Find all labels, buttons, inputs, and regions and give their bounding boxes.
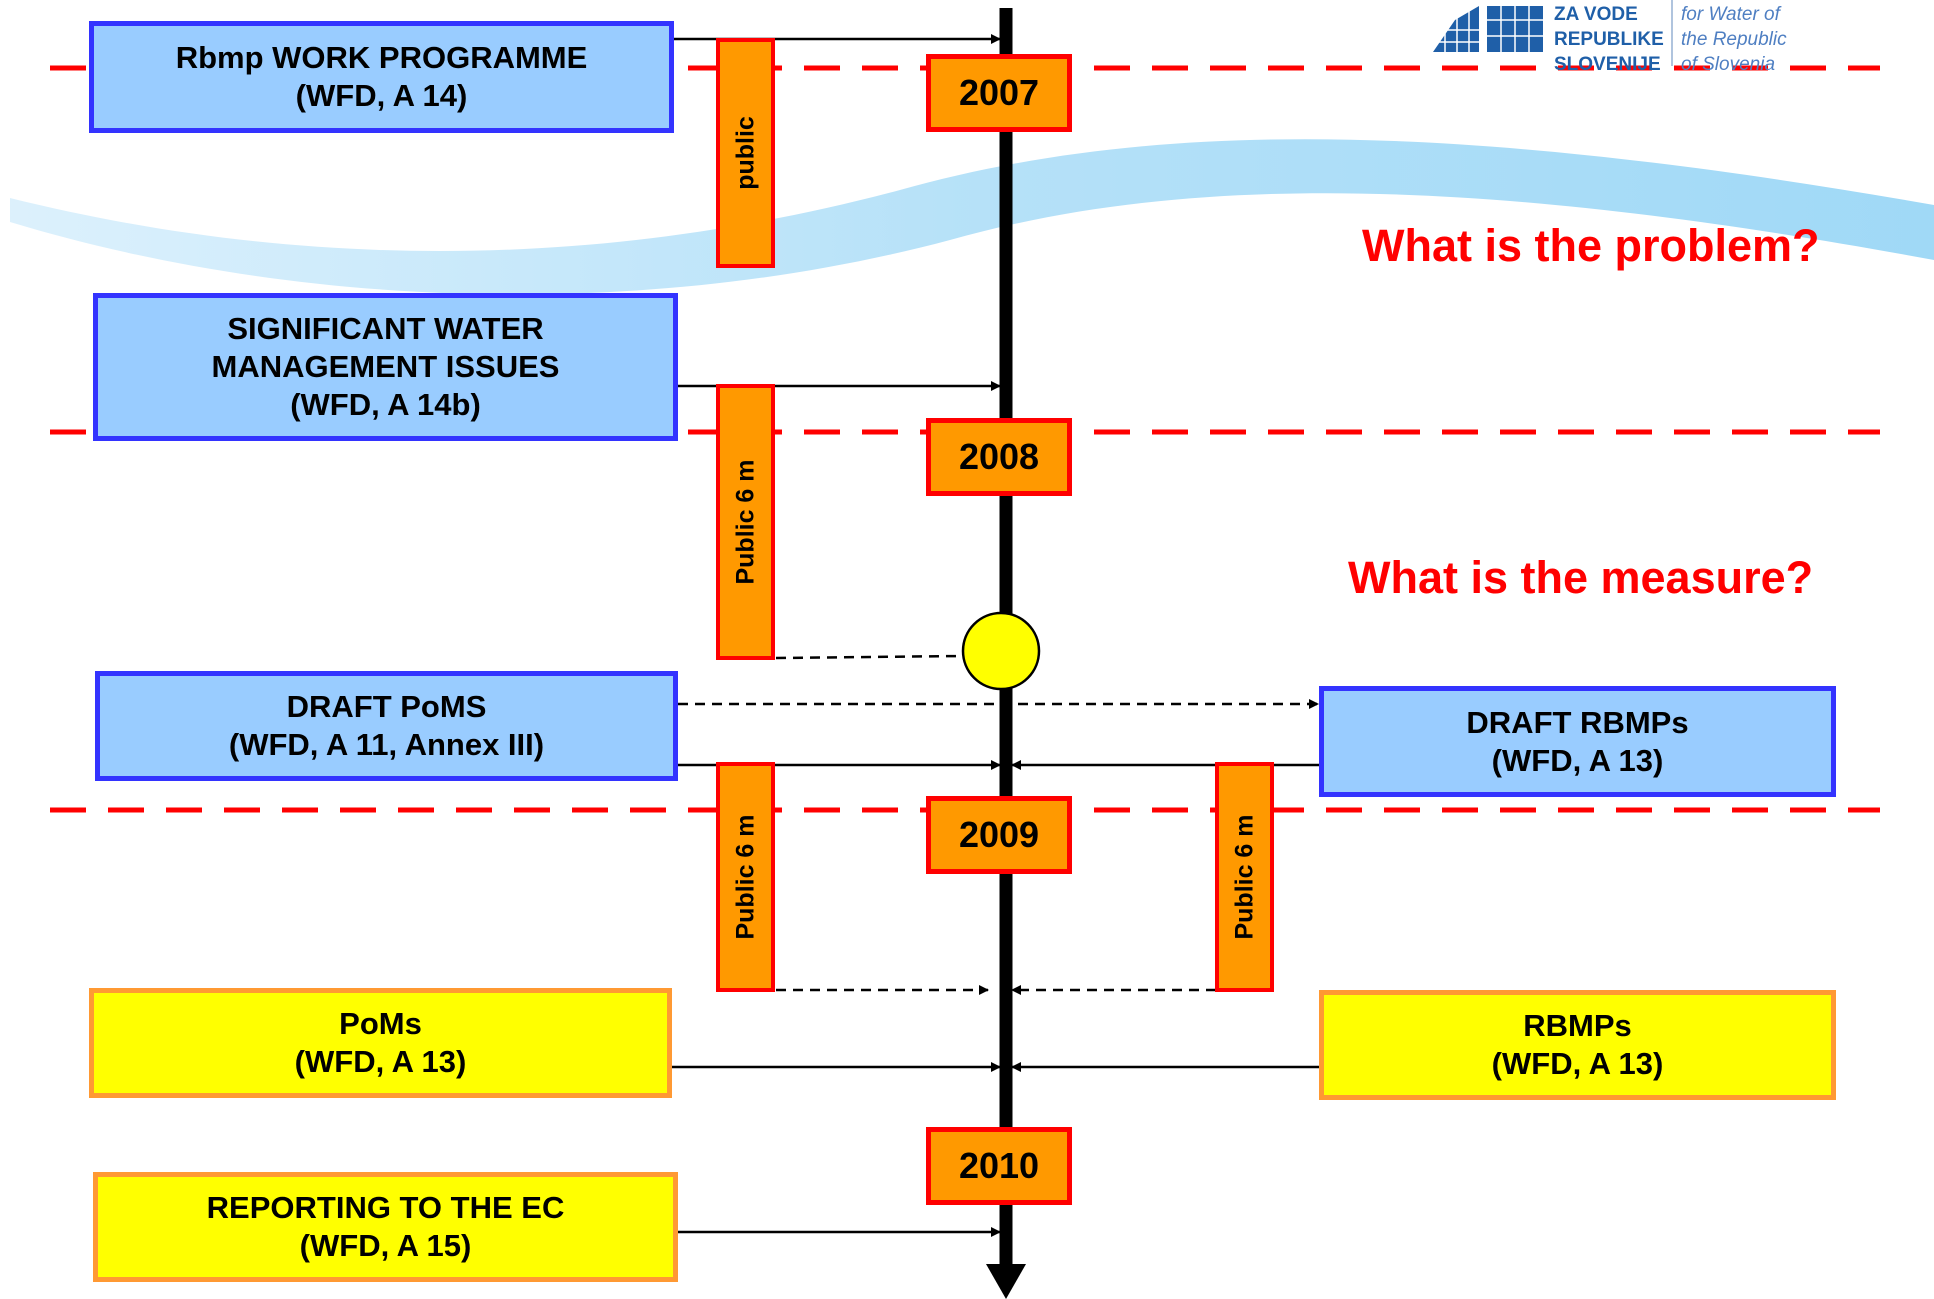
box-line: RBMPs — [1523, 1008, 1632, 1043]
box-line: PoMs — [339, 1006, 422, 1041]
question-measure: What is the measure? — [1348, 552, 1814, 603]
question-problem: What is the problem? — [1362, 220, 1820, 271]
agency-logo: ZA VODE REPUBLIKE SLOVENIJE for Water of… — [1433, 0, 1793, 78]
logo-line: ZA VODE — [1554, 4, 1638, 25]
box-line: (WFD, A 14) — [295, 78, 468, 113]
logo-text-english: for Water of the Republic of Slovenia — [1681, 2, 1787, 77]
box-line: (WFD, A 15) — [299, 1228, 472, 1263]
box-reporting-to-ec: REPORTING TO THE EC (WFD, A 15) — [93, 1172, 678, 1282]
box-rbmps: RBMPs (WFD, A 13) — [1319, 990, 1836, 1100]
box-line: SIGNIFICANT WATER — [227, 311, 544, 346]
year-2008: 2008 — [926, 418, 1072, 496]
logo-line: for Water of — [1681, 4, 1780, 25]
logo-separator — [1671, 0, 1673, 66]
year-2007: 2007 — [926, 54, 1072, 132]
box-line: REPORTING TO THE EC — [206, 1190, 565, 1225]
logo-line: the Republic — [1681, 29, 1787, 50]
public-bar-2: Public 6 m — [716, 384, 775, 660]
public-bar-4: Public 6 m — [1215, 762, 1274, 992]
year-2009: 2009 — [926, 796, 1072, 874]
public-bar-label: Public 6 m — [731, 814, 759, 940]
logo-line: of Slovenia — [1681, 54, 1776, 75]
box-line: (WFD, A 11, Annex III) — [228, 727, 545, 762]
logo-line: SLOVENIJE — [1554, 54, 1661, 75]
box-poms: PoMs (WFD, A 13) — [89, 988, 672, 1098]
public-bar-label: Public 6 m — [1230, 814, 1258, 940]
public-bar-1: public — [716, 38, 775, 268]
box-draft-poms: DRAFT PoMS (WFD, A 11, Annex III) — [95, 671, 678, 781]
box-line: MANAGEMENT ISSUES — [211, 349, 560, 384]
logo-mark-icon — [1433, 4, 1543, 52]
box-draft-rbmps: DRAFT RBMPs (WFD, A 13) — [1319, 686, 1836, 797]
logo-text-slovene: ZA VODE REPUBLIKE SLOVENIJE — [1554, 2, 1664, 77]
box-line: (WFD, A 14b) — [290, 387, 481, 422]
public-bar-label: public — [731, 116, 759, 190]
box-work-programme: Rbmp WORK PROGRAMME (WFD, A 14) — [89, 21, 674, 133]
timeline-arrowhead — [986, 1264, 1026, 1299]
box-significant-water-management-issues: SIGNIFICANT WATER MANAGEMENT ISSUES (WFD… — [93, 293, 678, 441]
year-2010: 2010 — [926, 1127, 1072, 1205]
box-line: (WFD, A 13) — [294, 1044, 467, 1079]
public-bar-3: Public 6 m — [716, 762, 775, 992]
box-line: DRAFT PoMS — [286, 689, 487, 724]
box-line: (WFD, A 13) — [1491, 742, 1664, 778]
public-bar-label: Public 6 m — [731, 459, 759, 585]
logo-line: REPUBLIKE — [1554, 29, 1664, 50]
box-line: DRAFT RBMPs — [1466, 704, 1689, 740]
box-line: Rbmp WORK PROGRAMME — [175, 40, 588, 75]
background-wave — [10, 139, 1934, 295]
dashed-public-to-milestone — [775, 654, 963, 660]
box-line: (WFD, A 13) — [1491, 1046, 1664, 1081]
milestone-circle — [961, 611, 1041, 691]
